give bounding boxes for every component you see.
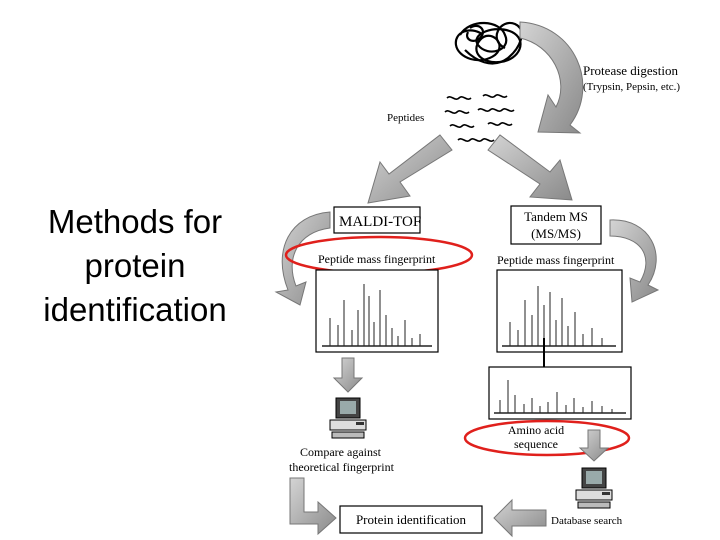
peptides-label: Peptides xyxy=(387,112,424,124)
peptides-squiggles-icon xyxy=(444,94,515,142)
highlight-ellipse-amino xyxy=(463,419,631,457)
slide-title: Methods for protein identification xyxy=(10,200,260,332)
protein-tangle-icon xyxy=(454,21,523,65)
protein-id-box xyxy=(339,505,483,534)
pmf-left-label: Peptide mass fingerprint xyxy=(318,252,436,266)
msms-spectrum-image xyxy=(488,366,632,420)
right-spectrum-image xyxy=(496,269,623,353)
left-loop-arrow xyxy=(274,211,331,306)
arrow-database-to-protein xyxy=(493,498,547,538)
tandem-box xyxy=(510,205,602,245)
title-line-2: protein xyxy=(84,247,186,284)
protease-label: Protease digestion xyxy=(583,63,678,78)
tandem-label-2: (MS/MS) xyxy=(531,226,581,241)
protein-id-label: Protein identification xyxy=(356,512,467,527)
amino-label-2: sequence xyxy=(514,437,558,451)
maldi-label: MALDI-TOF xyxy=(339,214,421,230)
tandem-label-1: Tandem MS xyxy=(524,209,588,224)
database-label: Database search xyxy=(551,515,623,527)
left-spectrum-image xyxy=(315,269,439,353)
title-line-1: Methods for xyxy=(47,203,223,240)
pmf-right-label: Peptide mass fingerprint xyxy=(497,253,615,267)
arrow-to-tandem xyxy=(487,134,573,201)
right-loop-arrow xyxy=(609,219,660,303)
arrow-to-database xyxy=(578,429,610,462)
computer-icon-database xyxy=(575,467,613,509)
compare-label-2: theoretical fingerprint xyxy=(289,460,395,474)
amino-label-1: Amino acid xyxy=(508,423,564,437)
arrow-to-maldi xyxy=(367,134,453,204)
maldi-box xyxy=(333,206,421,234)
protease-examples: (Trypsin, Pepsin, etc.) xyxy=(583,81,680,93)
title-line-3: identification xyxy=(43,291,227,328)
arrow-to-compare xyxy=(332,357,364,393)
digestion-arrow xyxy=(519,21,584,134)
compare-label-1: Compare against xyxy=(300,445,382,459)
arrow-compare-to-protein xyxy=(289,477,337,536)
computer-icon-compare xyxy=(329,397,367,439)
